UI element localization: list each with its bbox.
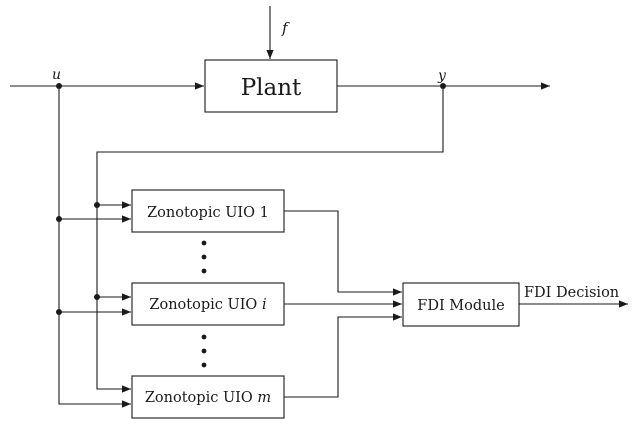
fdi-module-label: FDI Module <box>417 298 504 314</box>
y-junction-uio-i <box>94 294 100 300</box>
ellipsis-upper <box>201 240 207 274</box>
ellipsis-lower <box>201 334 207 368</box>
uio-label-1: Zonotopic UIO 1 <box>147 205 269 221</box>
output-feedback-wire <box>96 86 444 393</box>
y-junction-uio-1 <box>94 202 100 208</box>
uio-m-output-wire <box>284 313 402 398</box>
uio-block-i <box>131 282 285 326</box>
uio-label-i: Zonotopic UIO i <box>149 297 266 313</box>
plant-label: Plant <box>241 75 302 101</box>
uio-1-output-wire <box>284 210 402 296</box>
u-junction-uio-1 <box>56 216 62 222</box>
fault-label: f <box>281 19 290 37</box>
input-distribution-wire <box>58 86 131 408</box>
uio-block-m <box>131 375 285 419</box>
u-junction-uio-i <box>56 309 62 315</box>
fdi-module-block <box>402 282 520 327</box>
uio-label-m: Zonotopic UIO m <box>145 390 271 406</box>
decision-label: FDI Decision <box>524 285 619 301</box>
output-label: y <box>437 68 447 84</box>
input-label: u <box>52 67 61 83</box>
